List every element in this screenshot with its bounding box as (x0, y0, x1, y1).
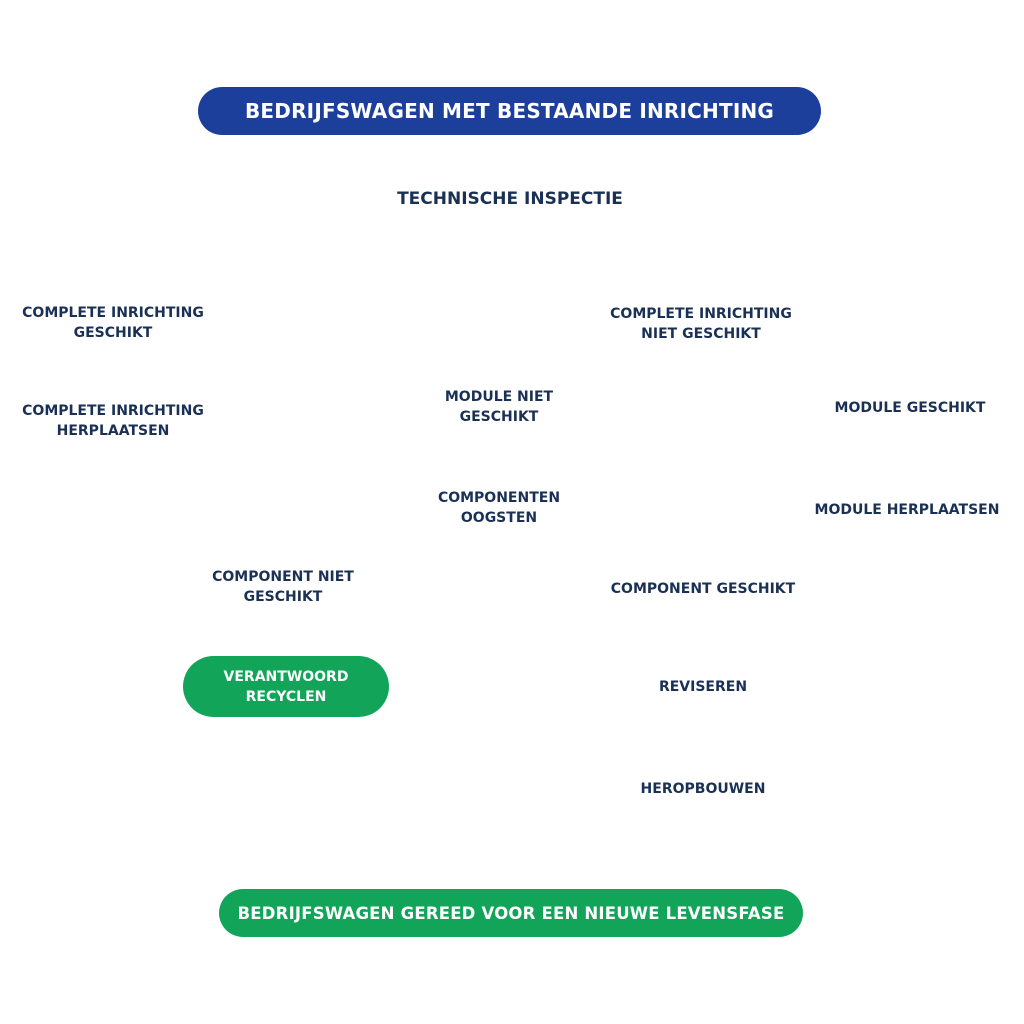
node-module-suitable-label: MODULE GESCHIKT (834, 400, 986, 416)
node-complete-suitable-line1: COMPLETE INRICHTING (22, 305, 204, 321)
node-component-not-suitable-line1: COMPONENT NIET (212, 569, 354, 585)
node-complete-not-suitable: COMPLETE INRICHTING NIET GESCHIKT (598, 303, 804, 345)
node-revise: REVISEREN (633, 676, 773, 698)
node-complete-suitable-line2: GESCHIKT (73, 325, 153, 341)
node-responsible-recycling-pill: VERANTWOORD RECYCLEN (183, 656, 389, 717)
node-component-not-suitable: COMPONENT NIET GESCHIKT (193, 566, 373, 608)
node-module-replace: MODULE HERPLAATSEN (812, 499, 1002, 521)
node-complete-replace: COMPLETE INRICHTING HERPLAATSEN (10, 400, 216, 442)
node-module-not-suitable-line1: MODULE NIET (444, 389, 554, 405)
node-recycle-line1: VERANTWOORD (223, 668, 349, 685)
node-harvest-components-line1: COMPONENTEN (437, 490, 561, 506)
node-harvest-components-line2: OOGSTEN (460, 510, 538, 526)
node-rebuild: HEROPBOUWEN (628, 778, 778, 800)
node-component-suitable: COMPONENT GESCHIKT (598, 578, 808, 600)
node-module-replace-label: MODULE HERPLAATSEN (814, 502, 1000, 518)
node-revise-label: REVISEREN (658, 679, 748, 695)
node-complete-not-suitable-line2: NIET GESCHIKT (641, 326, 761, 342)
header-title: BEDRIJFSWAGEN MET BESTAANDE INRICHTING (244, 99, 775, 123)
node-technical-inspection: TECHNISCHE INSPECTIE (380, 185, 640, 213)
node-complete-not-suitable-line1: COMPLETE INRICHTING (610, 306, 792, 322)
node-technical-inspection-label: TECHNISCHE INSPECTIE (397, 189, 623, 209)
footer-end-pill: BEDRIJFSWAGEN GEREED VOOR EEN NIEUWE LEV… (219, 889, 803, 937)
node-complete-replace-line2: HERPLAATSEN (56, 423, 170, 439)
node-module-not-suitable-line2: GESCHIKT (459, 409, 539, 425)
node-complete-replace-line1: COMPLETE INRICHTING (22, 403, 204, 419)
node-component-not-suitable-line2: GESCHIKT (243, 589, 323, 605)
node-module-suitable: MODULE GESCHIKT (825, 397, 995, 419)
node-module-not-suitable: MODULE NIET GESCHIKT (417, 386, 581, 428)
node-harvest-components: COMPONENTEN OOGSTEN (417, 487, 581, 529)
header-start-pill: BEDRIJFSWAGEN MET BESTAANDE INRICHTING (198, 87, 821, 135)
footer-title: BEDRIJFSWAGEN GEREED VOOR EEN NIEUWE LEV… (237, 903, 785, 923)
node-rebuild-label: HEROPBOUWEN (640, 781, 766, 797)
node-complete-suitable: COMPLETE INRICHTING GESCHIKT (10, 302, 216, 344)
node-recycle-line2: RECYCLEN (245, 688, 327, 705)
node-component-suitable-label: COMPONENT GESCHIKT (610, 581, 796, 597)
